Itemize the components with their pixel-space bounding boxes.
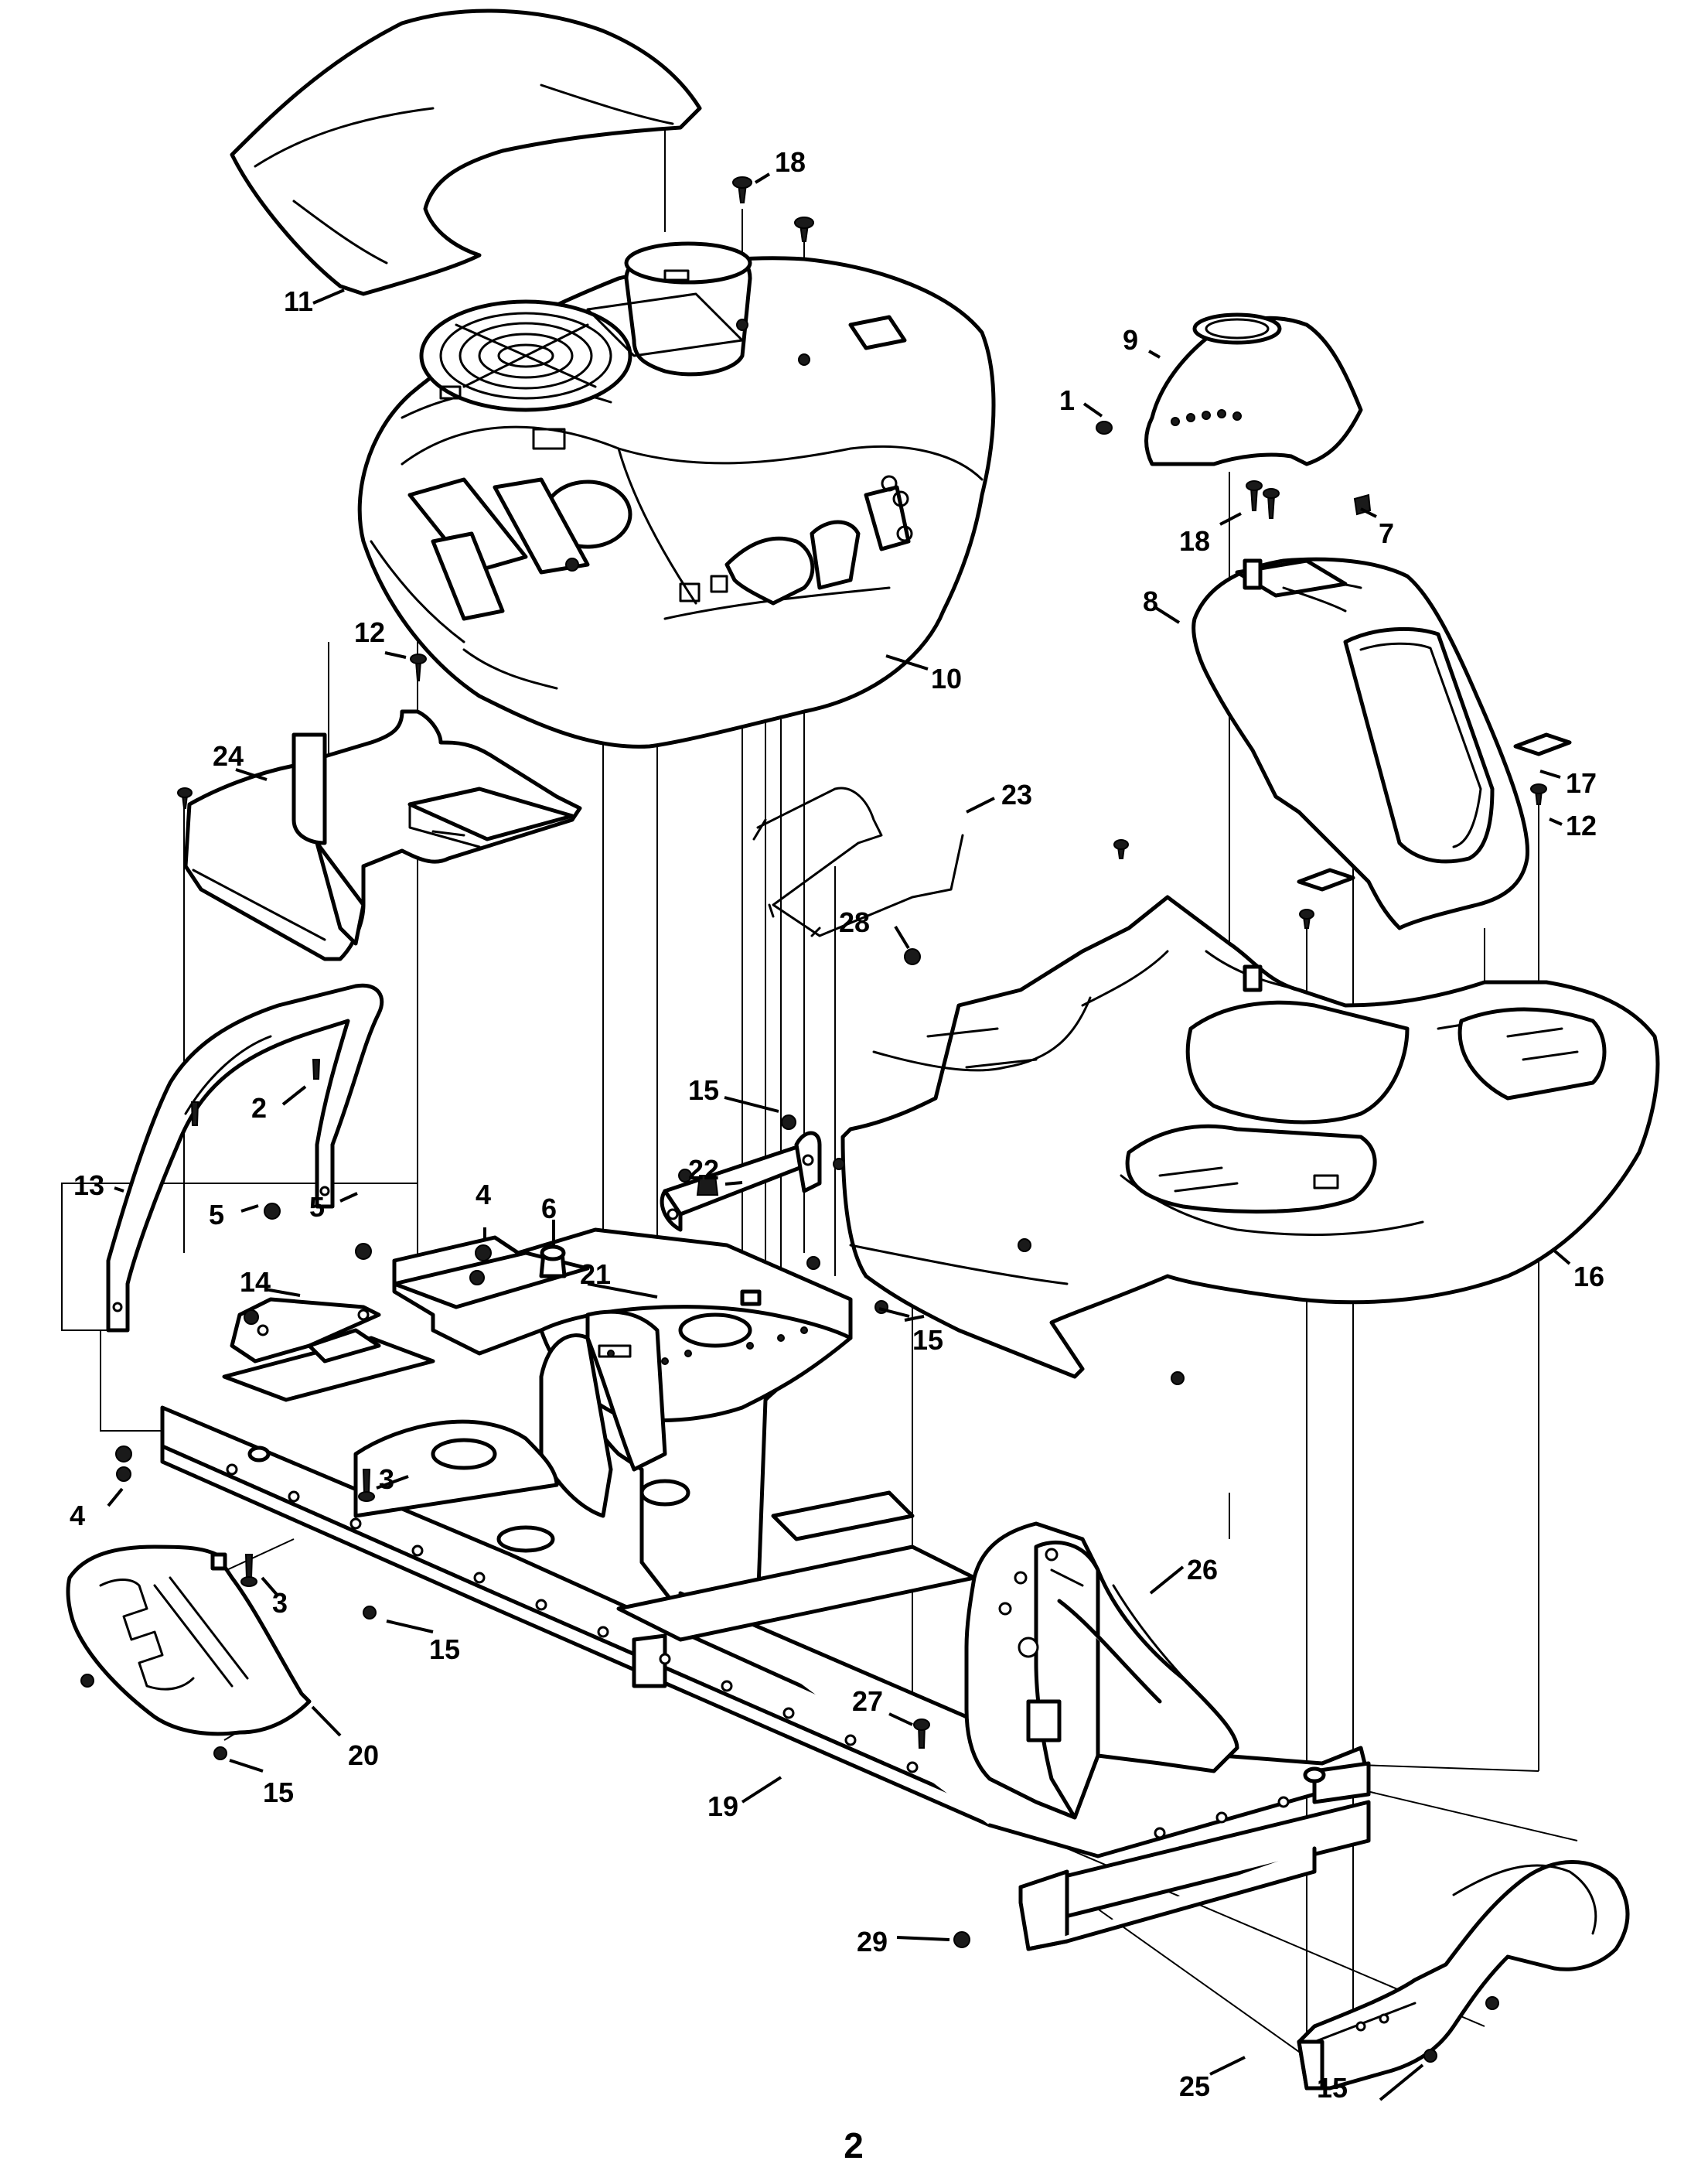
callout-11: 11 (284, 285, 313, 317)
callout-25: 25 (1179, 2070, 1210, 2102)
callout-15-right: 15 (912, 1324, 943, 1356)
callout-22: 22 (688, 1154, 719, 1186)
callout-21: 21 (580, 1258, 611, 1290)
callout-4-left: 4 (70, 1500, 85, 1531)
callout-15-bumper: 15 (1317, 2072, 1348, 2104)
callout-6: 6 (541, 1193, 557, 1224)
callout-15-bracket: 15 (688, 1074, 719, 1106)
callout-16: 16 (1573, 1261, 1604, 1292)
callout-17: 17 (1566, 767, 1597, 799)
callout-18-top: 18 (775, 146, 806, 178)
callout-19: 19 (707, 1790, 738, 1822)
callout-26: 26 (1187, 1554, 1218, 1585)
seat-bracket-part (660, 1131, 822, 1232)
steering-column-cover-part (1192, 557, 1530, 930)
assembly-guide-lines (61, 116, 1578, 2065)
battery-tray-part (183, 709, 582, 961)
fastener-set (80, 176, 1547, 2063)
front-support-part (964, 1521, 1239, 1820)
callout-20: 20 (348, 1739, 379, 1771)
footrest-body-part (840, 895, 1660, 1379)
dash-cover-part (1144, 312, 1363, 466)
callout-15-frame: 15 (429, 1633, 460, 1665)
callout-1: 1 (1059, 384, 1075, 416)
wire-rod-part (752, 787, 964, 937)
front-bumper-part (1297, 1860, 1630, 2091)
callout-28: 28 (839, 906, 870, 938)
callout-12-left: 12 (354, 616, 385, 648)
callout-9: 9 (1123, 324, 1138, 356)
plug-part (1297, 732, 1572, 892)
callout-2: 2 (251, 1092, 267, 1124)
rear-handle-part (106, 983, 384, 1333)
callout-23: 23 (1001, 779, 1032, 811)
callout-24: 24 (213, 740, 244, 772)
callout-3-top: 3 (379, 1463, 394, 1495)
callout-27: 27 (852, 1685, 883, 1717)
callout-18-dash: 18 (1179, 525, 1210, 557)
callout-4-top: 4 (476, 1179, 491, 1210)
callout-3-left: 3 (272, 1587, 288, 1619)
callout-12-right: 12 (1566, 810, 1597, 841)
callout-5-left: 5 (209, 1199, 224, 1230)
bracket-part (230, 1297, 381, 1364)
callout-leaders (107, 172, 1571, 2101)
callout-15-plate: 15 (263, 1777, 294, 1808)
height-adjust-plate-part (66, 1544, 312, 1736)
rear-body-part (357, 241, 996, 749)
rear-cover-part (230, 9, 702, 296)
callout-10: 10 (931, 663, 962, 695)
seat-mount-frame (392, 1227, 853, 1634)
callout-8: 8 (1143, 585, 1158, 617)
callout-14: 14 (240, 1266, 271, 1298)
main-frame-part (160, 1336, 1371, 1951)
callout-5-top: 5 (309, 1191, 325, 1223)
callout-13: 13 (73, 1169, 104, 1201)
callout-7: 7 (1379, 517, 1394, 549)
page-number: 2 (844, 2125, 864, 2166)
callout-labels: 18 11 10 1 9 18 7 8 17 12 12 24 23 28 15… (70, 146, 1604, 2104)
callout-29: 29 (857, 1926, 888, 1957)
